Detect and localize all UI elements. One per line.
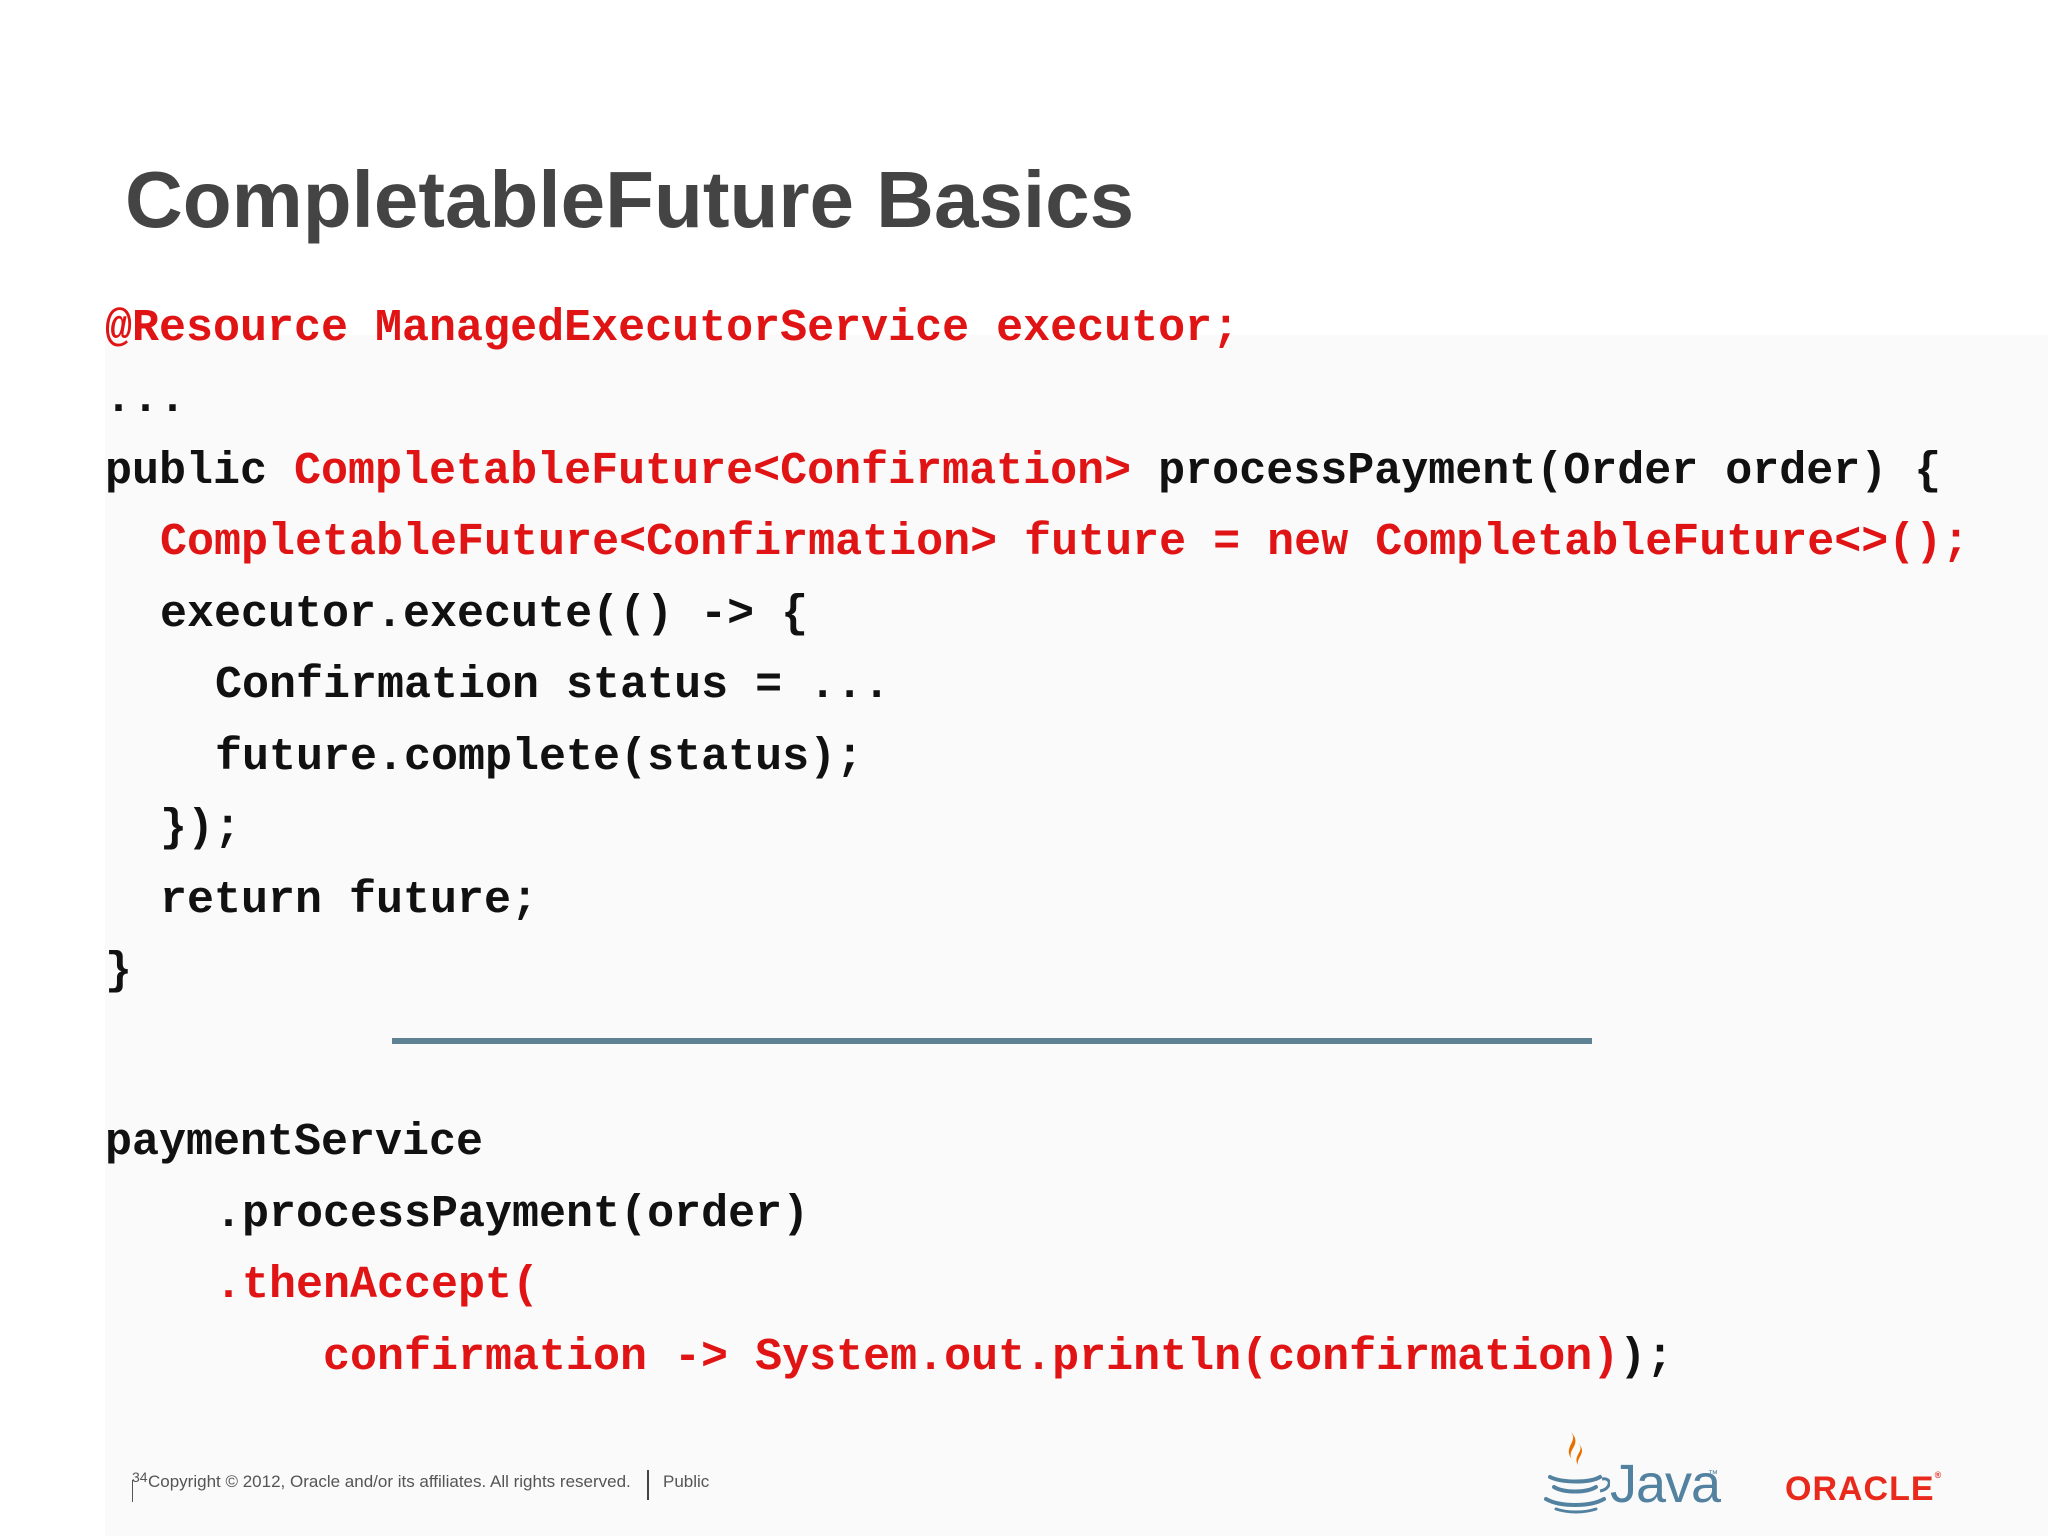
code-line-resource: @Resource ManagedExecutorService executo… [105,303,1240,354]
code-line-then-accept: .thenAccept( [215,1260,540,1311]
code-line-println-lambda: confirmation -> System.out.println(confi… [323,1328,1673,1388]
code-panel [105,335,2048,1536]
code-line-method-signature: public CompletableFuture<Confirmation> p… [105,442,1941,502]
code-method-name: processPayment(Order order) { [1131,446,1942,497]
code-keyword-public: public [105,446,295,497]
code-line-executor-execute: executor.execute(() -> { [160,589,809,640]
code-line-future-declaration: CompletableFuture<Confirmation> future =… [160,517,1970,568]
code-block: @Resource ManagedExecutorService executo… [105,0,2035,1440]
code-return-type: CompletableFuture<Confirmation> [294,446,1132,497]
java-wordmark: Java [1610,1454,1721,1514]
code-line-lambda-close: }); [160,803,242,854]
java-trademark: ™ [1708,1469,1718,1480]
java-logo: Java ™ [1540,1425,1721,1520]
code-line-confirmation-status: Confirmation status = ... [215,660,891,711]
code-line-method-close: } [105,946,133,997]
code-println-expression: confirmation -> System.out.println(confi… [323,1332,1620,1383]
oracle-wordmark: ORACLE [1785,1470,1935,1508]
code-line-payment-service: paymentService [105,1117,484,1168]
footer-tick [132,1480,133,1502]
java-coffee-cup-icon [1544,1431,1610,1514]
footer-separator [647,1470,649,1500]
oracle-logo: ORACLE® [1785,1470,1942,1509]
code-line-return: return future; [160,875,539,926]
code-statement-end: ); [1619,1332,1674,1383]
code-line-ellipsis: ... [105,374,187,425]
copyright-text: Copyright © 2012, Oracle and/or its affi… [148,1472,631,1491]
slide-title: CompletableFuture Basics [125,155,1135,244]
code-line-process-payment-call: .processPayment(order) [215,1189,810,1240]
code-line-future-complete: future.complete(status); [215,732,864,783]
oracle-registered-mark: ® [1934,1470,1943,1480]
section-divider [392,1038,1592,1044]
page-number: 34 [132,1469,148,1485]
classification-label: Public [663,1472,710,1491]
